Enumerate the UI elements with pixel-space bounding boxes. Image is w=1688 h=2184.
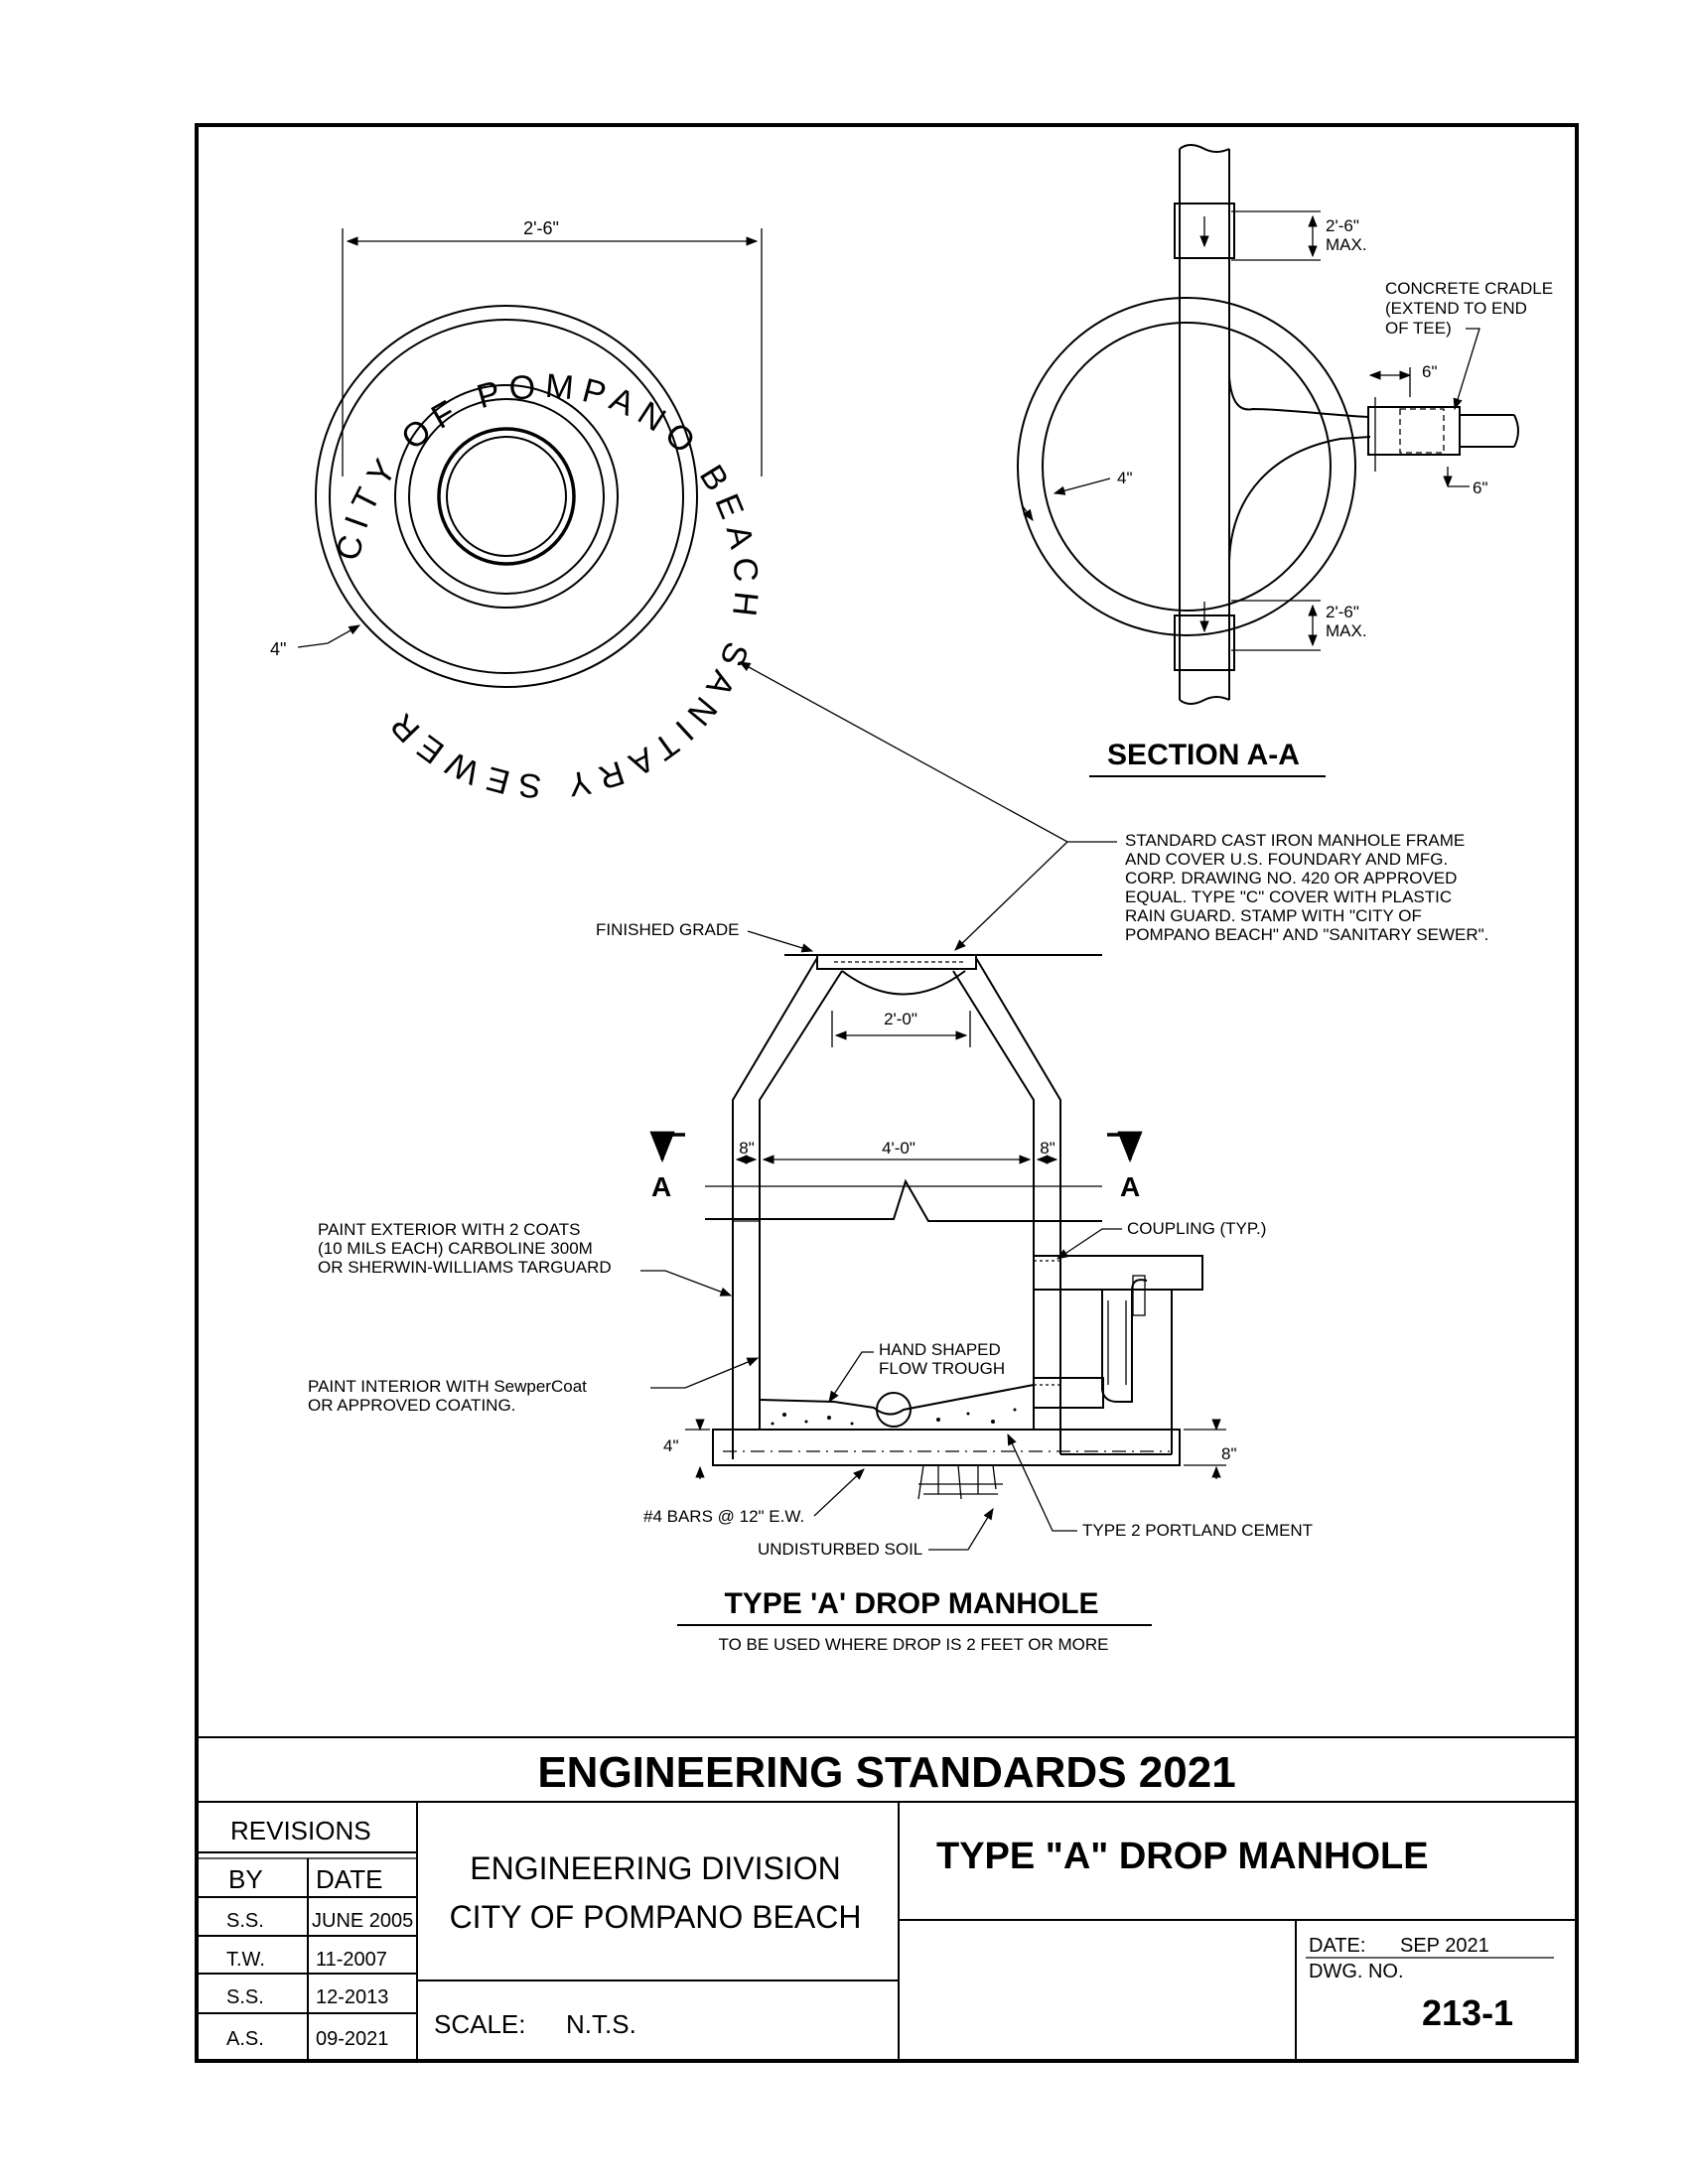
manhole-cover-plan: CITY OF POMPANO BEACH SANITARY SEWER 2'-… [270,218,766,805]
slab-8-dim: 8" [1221,1444,1237,1463]
wall-right-dim: 8" [1040,1139,1055,1158]
drawing-title: TYPE "A" DROP MANHOLE [936,1836,1429,1877]
cover-stamp-text: CITY OF POMPANO BEACH SANITARY SEWER [330,367,766,805]
trough-2: FLOW TROUGH [879,1359,1005,1378]
sheet-border [195,123,1579,2063]
cradle-note-2: (EXTEND TO END [1385,299,1527,318]
slab-4-dim: 4" [663,1436,679,1455]
rev-1-by: S.S. [226,1910,264,1932]
cradle-note-3: OF TEE) [1385,319,1452,338]
frame-note-4: EQUAL. TYPE "C" COVER WITH PLASTIC [1125,887,1452,906]
frame-note-6: POMPANO BEACH" AND "SANITARY SEWER". [1125,925,1488,944]
section-outer-wall [1017,297,1356,636]
frame-cover-note: STANDARD CAST IRON MANHOLE FRAME AND COV… [738,661,1488,951]
col-date: DATE [316,1864,382,1894]
rev-3-by: S.S. [226,1986,264,2008]
cut-a-left: A [651,1171,671,1202]
cover-diameter-label: 2'-6" [523,218,559,238]
rev-3-date: 12-2013 [316,1986,388,2008]
max-bottom-max: MAX. [1326,621,1367,640]
paint-int-1: PAINT INTERIOR WITH SewperCoat [308,1377,587,1396]
wall-left-dim: 8" [739,1139,755,1158]
section-inner-wall [1042,322,1332,612]
cover-rim [329,319,684,674]
cover-inner-ring [408,398,605,595]
manhole-subtitle: TO BE USED WHERE DROP IS 2 FEET OR MORE [719,1635,1109,1654]
frame-note-2: AND COVER U.S. FOUNDARY AND MFG. [1125,850,1448,869]
rev-1-date: JUNE 2005 [312,1910,413,1932]
coupling-label: COUPLING (TYP.) [1127,1219,1266,1238]
soil-label: UNDISTURBED SOIL [758,1540,922,1559]
max-top-max: MAX. [1326,235,1367,254]
rev-2-date: 11-2007 [316,1949,387,1971]
scale-value: N.T.S. [566,2009,636,2039]
col-by: BY [228,1864,263,1894]
cradle-note-1: CONCRETE CRADLE [1385,279,1553,298]
paint-ext-2: (10 MILS EACH) CARBOLINE 300M [318,1239,593,1258]
paint-int-2: OR APPROVED COATING. [308,1396,515,1415]
dim-6-top: 6" [1422,362,1438,381]
finished-grade-label: FINISHED GRADE [596,920,740,939]
manhole-elevation: FINISHED GRADE 2'-0" 8" 4'-0" 8" A A [308,920,1313,1654]
trough-1: HAND SHAPED [879,1340,1001,1359]
paint-ext-1: PAINT EXTERIOR WITH 2 COATS [318,1220,580,1239]
bars-label: #4 BARS @ 12" E.W. [643,1507,804,1526]
inside-dim: 4'-0" [882,1139,915,1158]
section-wall-label: 4" [1117,469,1133,487]
frame-note-1: STANDARD CAST IRON MANHOLE FRAME [1125,831,1465,850]
cover-center-ring [437,427,576,566]
date-value: SEP 2021 [1400,1935,1489,1957]
dwg-number: 213-1 [1422,1992,1513,2033]
dim-6-bottom: 6" [1473,478,1488,497]
section-a-a-view: 2'-6" MAX. 2'-6" MAX. CONCRETE CRADLE (E… [1017,144,1553,777]
frame-note-5: RAIN GUARD. STAMP WITH "CITY OF [1125,906,1422,925]
cover-inner-ring-outer [394,384,619,609]
cover-outer-ring [315,305,698,688]
rev-4-by: A.S. [226,2028,264,2050]
max-top-dim: 2'-6" [1326,216,1359,235]
manhole-title: TYPE 'A' DROP MANHOLE [724,1587,1098,1620]
rev-4-date: 09-2021 [316,2028,388,2050]
division-name: ENGINEERING DIVISION [470,1850,840,1886]
revisions-header: REVISIONS [230,1816,371,1845]
cut-a-right: A [1120,1171,1140,1202]
dwg-label: DWG. NO. [1309,1961,1404,1982]
scale-label: SCALE: [434,2009,526,2039]
city-name: CITY OF POMPANO BEACH [450,1899,862,1935]
title-block: ENGINEERING STANDARDS 2021 REVISIONS BY … [197,1736,1577,2061]
banner-title: ENGINEERING STANDARDS 2021 [537,1748,1235,1797]
paint-ext-3: OR SHERWIN-WILLIAMS TARGUARD [318,1258,612,1277]
rev-2-by: T.W. [226,1949,265,1971]
frame-note-3: CORP. DRAWING NO. 420 OR APPROVED [1125,869,1457,887]
cement-label: TYPE 2 PORTLAND CEMENT [1082,1521,1313,1540]
opening-dim: 2'-0" [884,1010,917,1028]
section-title: SECTION A-A [1107,739,1300,771]
date-label: DATE: [1309,1935,1365,1957]
cover-center-inner [446,436,567,557]
max-bottom-dim: 2'-6" [1326,603,1359,621]
cover-rim-label: 4" [270,639,286,659]
